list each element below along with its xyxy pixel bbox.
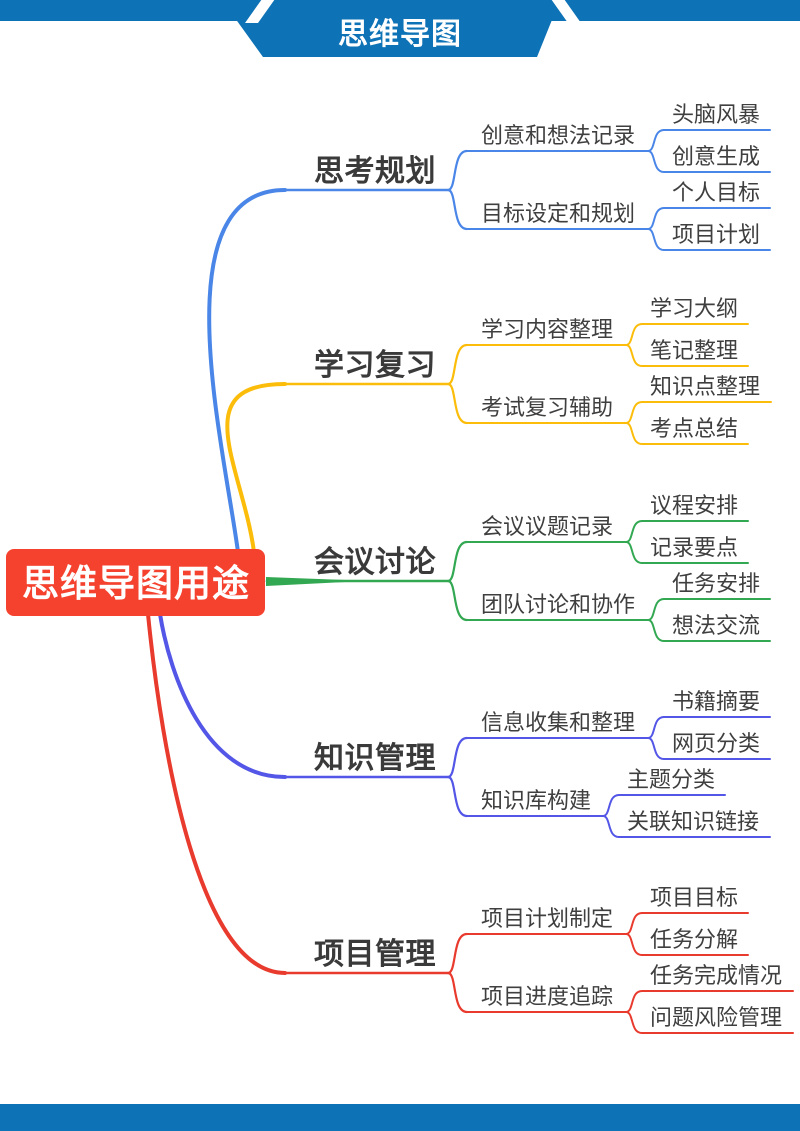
subtopic-label: 学习内容整理	[481, 317, 613, 342]
branch-connector	[207, 188, 287, 554]
branch-thinking-planning: 思考规划 创意和想法记录 头脑风暴 创意生成 目标设定和规划 个人目标 项目计划	[207, 102, 771, 554]
leaf-label: 学习大纲	[650, 296, 738, 321]
central-topic: 思维导图用途	[6, 549, 265, 616]
leaf-connector	[625, 541, 643, 564]
leaf-label: 项目计划	[672, 222, 760, 247]
fork-connector	[446, 343, 469, 386]
branch-label: 学习复习	[314, 348, 436, 382]
leaf-label: 主题分类	[627, 767, 715, 792]
subtopic-label: 知识库构建	[481, 788, 591, 813]
fork-connector	[446, 932, 469, 975]
fork-connector	[446, 149, 469, 192]
leaf-label: 记录要点	[650, 535, 738, 560]
leaf-label: 考点总结	[650, 416, 738, 441]
leaf-connector	[625, 323, 643, 346]
leaf-connector	[602, 794, 620, 817]
leaf-label: 笔记整理	[650, 338, 738, 363]
leaf-connector	[647, 129, 665, 152]
fork-connector	[446, 736, 469, 779]
branch-label: 知识管理	[314, 742, 436, 775]
leaf-connector	[625, 401, 643, 424]
leaf-connector	[625, 912, 643, 935]
leaf-label: 书籍摘要	[672, 689, 760, 714]
leaf-connector	[647, 737, 665, 760]
leaf-label: 想法交流	[672, 613, 760, 638]
leaf-label: 创意生成	[672, 144, 760, 169]
leaf-connector	[625, 933, 643, 956]
subtopic-label: 项目计划制定	[481, 906, 613, 931]
central-topic-box	[6, 549, 265, 616]
subtopic-label: 考试复习辅助	[481, 395, 613, 420]
leaf-label: 网页分类	[672, 731, 760, 756]
footer-bar	[0, 1104, 800, 1131]
fork-connector	[446, 579, 469, 622]
branch-knowledge-management: 知识管理 信息收集和整理 书籍摘要 网页分类 知识库构建 主题分类 关联知识链接	[158, 612, 771, 838]
banner-title: 思维导图	[338, 18, 462, 51]
fork-connector	[446, 540, 469, 583]
header-trapezoid	[222, 0, 560, 57]
leaf-connector	[625, 520, 643, 543]
branch-connector	[146, 612, 287, 975]
subtopic-label: 会议议题记录	[481, 514, 613, 539]
leaf-connector	[625, 422, 643, 445]
leaf-connector	[602, 815, 620, 838]
subtopic-label: 项目进度追踪	[481, 984, 613, 1009]
branch-study-review: 学习复习 学习内容整理 学习大纲 笔记整理 考试复习辅助 知识点整理 考点总结	[225, 296, 772, 554]
branch-project-management: 项目管理 项目计划制定 项目目标 任务分解 项目进度追踪 任务完成情况 问题风险…	[146, 612, 794, 1034]
subtopic-label: 目标设定和规划	[481, 201, 635, 226]
subtopic-label: 创意和想法记录	[481, 123, 635, 148]
header-slash-left	[245, 0, 275, 23]
leaf-label: 头脑风暴	[672, 102, 760, 127]
branch-connector	[225, 382, 287, 554]
subtopic-label: 团队讨论和协作	[481, 592, 635, 617]
leaf-connector	[647, 150, 665, 173]
leaf-label: 任务安排	[672, 571, 760, 596]
leaf-connector	[647, 619, 665, 642]
leaf-connector	[625, 990, 643, 1013]
fork-connector	[446, 188, 469, 231]
branch-meeting-discussion: 会议讨论 会议议题记录 议程安排 记录要点 团队讨论和协作 任务安排 想法交流	[265, 493, 771, 642]
fork-connector	[446, 382, 469, 425]
central-topic-label: 思维导图用途	[22, 562, 250, 604]
leaf-connector	[647, 207, 665, 230]
subtopic-label: 信息收集和整理	[481, 710, 635, 735]
branch-label: 项目管理	[314, 938, 436, 971]
leaf-label: 关联知识链接	[627, 809, 759, 834]
header-banner: 思维导图	[0, 0, 800, 57]
leaf-connector	[625, 1011, 643, 1034]
header-slash-right	[551, 0, 581, 23]
leaf-label: 项目目标	[650, 885, 738, 910]
leaf-label: 知识点整理	[650, 374, 760, 399]
branch-label: 思考规划	[314, 155, 436, 188]
leaf-label: 任务分解	[650, 927, 738, 952]
branch-label: 会议讨论	[314, 546, 436, 579]
leaf-connector	[647, 228, 665, 251]
leaf-label: 个人目标	[672, 180, 760, 205]
leaf-label: 问题风险管理	[650, 1005, 782, 1030]
leaf-connector	[625, 344, 643, 367]
leaf-connector	[647, 598, 665, 621]
fork-connector	[446, 775, 469, 818]
leaf-label: 任务完成情况	[650, 963, 782, 988]
leaf-label: 议程安排	[650, 493, 738, 518]
branch-connector	[158, 612, 287, 779]
leaf-connector	[647, 716, 665, 739]
fork-connector	[446, 971, 469, 1014]
